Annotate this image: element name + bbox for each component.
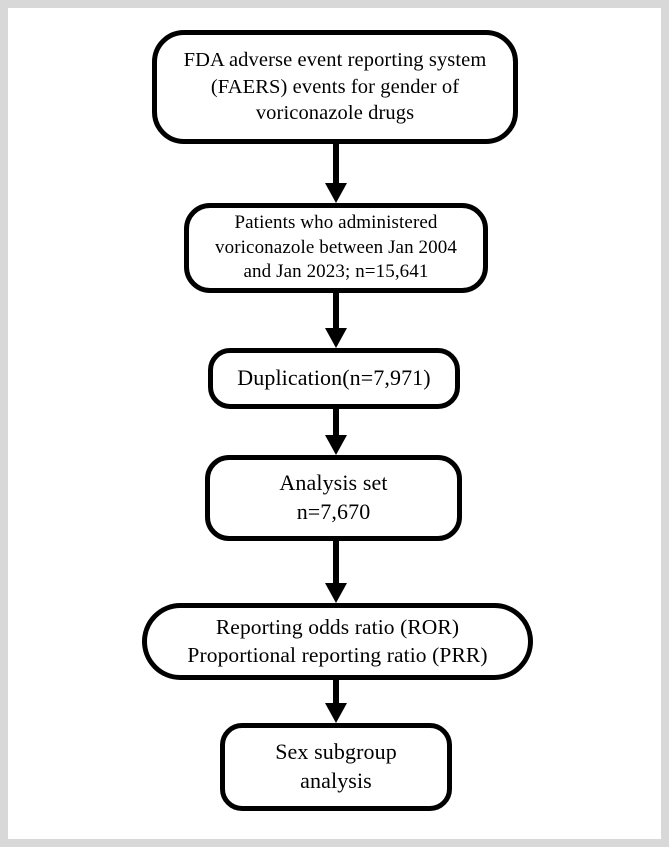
flow-node-analysis-set-label: Analysis set n=7,670 <box>279 470 388 524</box>
flow-node-sex-subgroup: Sex subgroup analysis <box>220 723 452 811</box>
arrow-duplication-to-analysis <box>325 409 347 455</box>
arrow-ratios-to-subgroup <box>325 680 347 723</box>
flow-node-patients-label: Patients who administered voriconazole b… <box>215 211 457 283</box>
arrow-head-icon <box>325 703 347 723</box>
flow-node-sex-subgroup-label: Sex subgroup analysis <box>275 739 397 793</box>
flow-node-duplication-label: Duplication(n=7,971) <box>237 365 431 391</box>
arrow-head-icon <box>325 435 347 455</box>
flow-node-patients: Patients who administered voriconazole b… <box>184 203 488 293</box>
arrow-head-icon <box>325 183 347 203</box>
flowchart-canvas: FDA adverse event reporting system (FAER… <box>8 8 661 839</box>
arrow-stem <box>333 144 339 185</box>
flow-node-ratios-label: Reporting odds ratio (ROR) Proportional … <box>187 614 488 667</box>
flow-node-source-label: FDA adverse event reporting system (FAER… <box>183 49 487 125</box>
flow-node-source: FDA adverse event reporting system (FAER… <box>152 30 518 144</box>
arrow-analysis-to-ratios <box>325 541 347 603</box>
arrow-head-icon <box>325 583 347 603</box>
arrow-head-icon <box>325 328 347 348</box>
flow-node-analysis-set: Analysis set n=7,670 <box>205 455 462 541</box>
arrow-stem <box>333 409 339 437</box>
arrow-stem <box>333 680 339 705</box>
arrow-source-to-patients <box>325 144 347 203</box>
arrow-stem <box>333 541 339 585</box>
flow-node-ratios: Reporting odds ratio (ROR) Proportional … <box>142 603 533 680</box>
arrow-stem <box>333 293 339 330</box>
arrow-patients-to-duplication <box>325 293 347 348</box>
flow-node-duplication: Duplication(n=7,971) <box>208 348 460 409</box>
